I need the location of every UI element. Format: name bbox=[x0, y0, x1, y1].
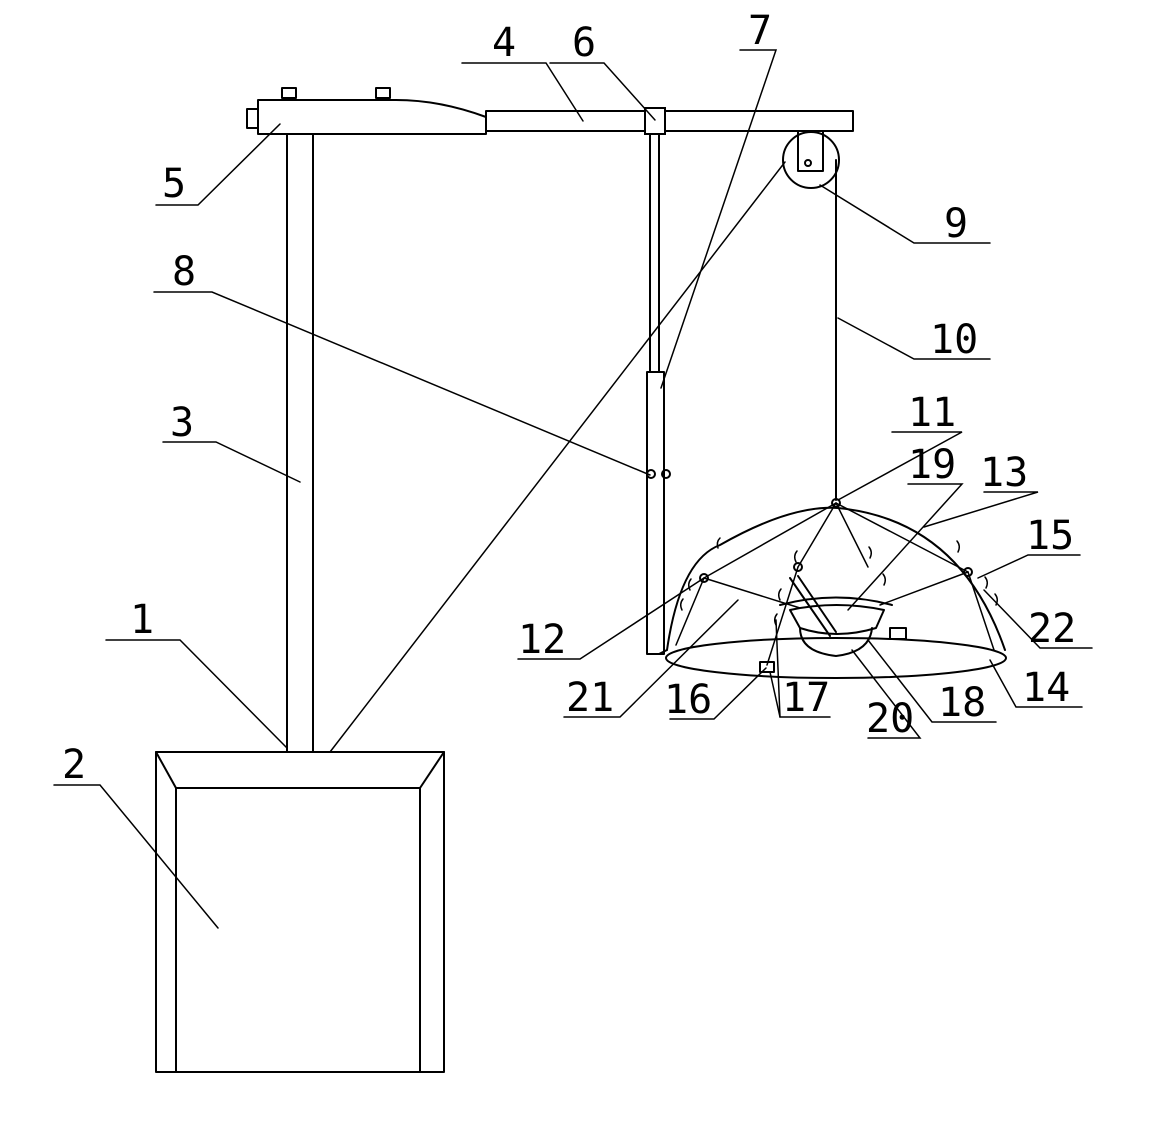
label-2: 2 bbox=[62, 742, 86, 788]
label-3: 3 bbox=[170, 400, 194, 446]
horizontal-arm bbox=[485, 110, 854, 132]
label-10: 10 bbox=[930, 317, 978, 363]
umbrella-ribs bbox=[675, 498, 995, 666]
label-21: 21 bbox=[566, 675, 614, 721]
label-17: 17 bbox=[782, 675, 830, 721]
label-12: 12 bbox=[518, 617, 566, 663]
clamp bbox=[646, 469, 671, 479]
label-19: 19 bbox=[908, 442, 956, 488]
head-block bbox=[246, 87, 487, 135]
label-16: 16 bbox=[664, 677, 712, 723]
label-1: 1 bbox=[130, 597, 154, 643]
label-11: 11 bbox=[908, 390, 956, 436]
label-15: 15 bbox=[1026, 513, 1074, 559]
label-7: 7 bbox=[748, 8, 772, 54]
label-5: 5 bbox=[162, 161, 186, 207]
label-13: 13 bbox=[980, 450, 1028, 496]
cables bbox=[329, 159, 837, 753]
label-20: 20 bbox=[866, 696, 914, 742]
part-labels: 1 2 3 4 5 6 7 8 9 10 11 12 13 14 15 16 1… bbox=[62, 8, 1076, 788]
umbrella-canopy bbox=[665, 506, 1007, 679]
label-9: 9 bbox=[944, 201, 968, 247]
bowl-holder bbox=[779, 575, 907, 657]
label-8: 8 bbox=[172, 249, 196, 295]
pulley bbox=[782, 130, 840, 189]
label-14: 14 bbox=[1022, 665, 1070, 711]
rim-connector bbox=[658, 649, 775, 673]
canopy-hooks bbox=[679, 537, 999, 626]
leaders bbox=[53, 49, 1093, 929]
sleeve-and-rod bbox=[644, 107, 666, 655]
base-box bbox=[155, 751, 445, 1073]
vertical-column bbox=[286, 133, 314, 753]
label-18: 18 bbox=[938, 680, 986, 726]
label-6: 6 bbox=[572, 20, 596, 66]
label-4: 4 bbox=[492, 20, 516, 66]
label-22: 22 bbox=[1028, 606, 1076, 652]
